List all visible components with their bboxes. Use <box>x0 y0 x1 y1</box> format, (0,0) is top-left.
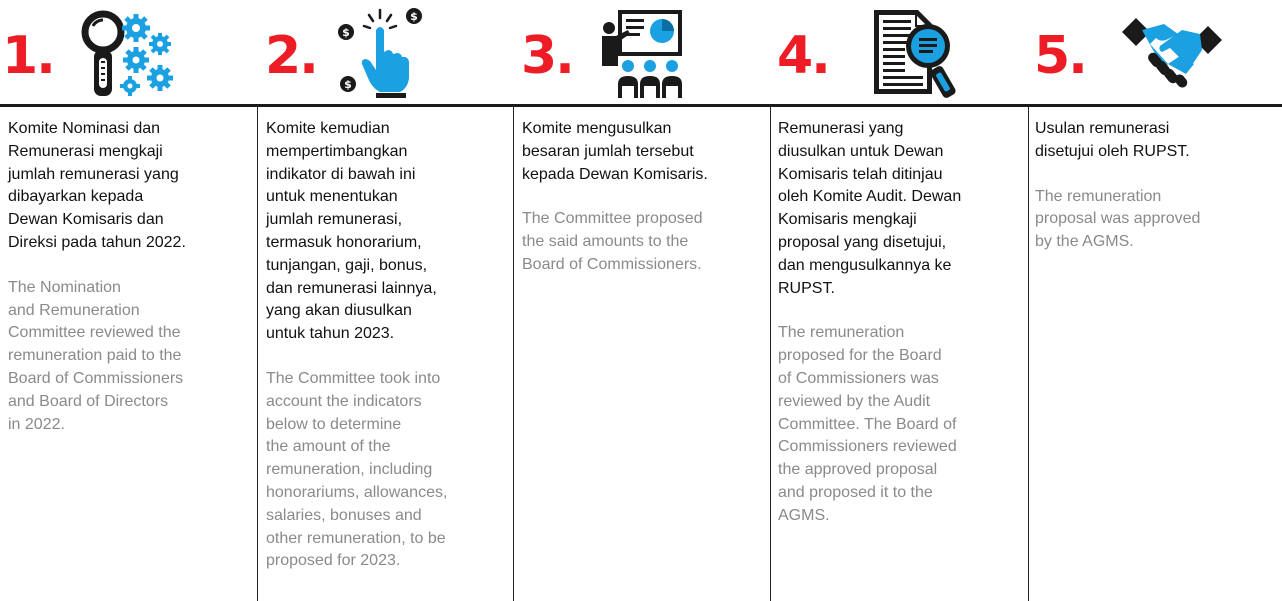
step-number: 5. <box>1034 26 1088 86</box>
text-line: indikator di bawah ini <box>266 165 416 183</box>
step-description: Remunerasi yang diusulkan untuk Dewan Ko… <box>778 118 1024 528</box>
text-line: Komisaris mengkaji <box>778 211 917 229</box>
text-line: and Remuneration <box>8 301 140 319</box>
text-line: Komite mengusulkan <box>522 120 672 137</box>
column-divider <box>1028 107 1029 601</box>
text-line: untuk menentukan <box>266 188 398 206</box>
handshake-icon <box>1120 10 1224 94</box>
text-line: The remuneration <box>1035 187 1162 205</box>
indonesian-text: Komite mengusulkan besaran jumlah terseb… <box>522 118 766 186</box>
text-line: Komite Nominasi dan <box>8 120 161 137</box>
text-line: and proposed it to the <box>778 483 933 501</box>
step-2: 2. $ $ $ Komite kemudian mem <box>258 0 514 601</box>
text-line: remuneration paid to the <box>8 347 182 365</box>
english-text: The Committee took into account the indi… <box>266 368 510 573</box>
english-text: The remuneration proposal was approved b… <box>1035 186 1279 254</box>
text-line: dan remunerasi lainnya, <box>266 279 437 297</box>
step-4: 4. Remunera <box>770 0 1028 601</box>
indonesian-text: Komite Nominasi dan Remunerasi mengkaji … <box>8 118 253 255</box>
text-line: and Board of Directors <box>8 392 169 410</box>
step-number: 1. <box>2 26 56 86</box>
text-line: proposed for the Board <box>778 347 942 365</box>
english-text: The remuneration proposed for the Board … <box>778 322 1024 527</box>
text-line: the amount of the <box>266 438 391 456</box>
text-line: kepada Dewan Komisaris. <box>522 165 708 183</box>
text-line: Commissioners reviewed <box>778 438 957 456</box>
text-line: oleh Komite Audit. Dewan <box>778 188 962 206</box>
text-line: Committee. The Board of <box>778 415 957 433</box>
step-description: Usulan remunerasi disetujui oleh RUPST. … <box>1035 118 1279 254</box>
english-text: The Committee proposed the said amounts … <box>522 208 766 276</box>
step-number: 3. <box>521 26 575 86</box>
text-line: in 2022. <box>8 415 65 433</box>
text-line: jumlah remunerasi yang <box>8 165 179 183</box>
step-description: Komite mengusulkan besaran jumlah terseb… <box>522 118 766 277</box>
text-line: Board of Commissioners <box>8 369 184 387</box>
step-number: 2. <box>265 26 319 86</box>
english-text: The Nomination and Remuneration Committe… <box>8 277 253 437</box>
text-line: proposed for 2023. <box>266 552 401 570</box>
text-line: jumlah remunerasi, <box>266 211 403 229</box>
text-line: The Committee took into <box>266 369 441 387</box>
column-divider <box>257 107 258 601</box>
step-description: Komite kemudian mempertimbangkan indikat… <box>266 118 510 573</box>
text-line: dibayarkan kepada <box>8 188 144 206</box>
text-line: remuneration, including <box>266 461 433 479</box>
text-line: below to determine <box>266 415 402 433</box>
header-divider <box>0 104 1282 107</box>
text-line: of Commissioners was <box>778 369 939 387</box>
text-line: Remunerasi mengkaji <box>8 142 163 160</box>
step-1: 1. <box>0 0 258 601</box>
text-line: mempertimbangkan <box>266 142 408 160</box>
indonesian-text: Usulan remunerasi disetujui oleh RUPST. <box>1035 118 1279 164</box>
svg-text:$: $ <box>410 10 418 23</box>
svg-text:$: $ <box>344 78 352 91</box>
column-divider <box>770 107 771 601</box>
text-line: Remunerasi yang <box>778 120 904 137</box>
text-line: tunjangan, gaji, bonus, <box>266 256 428 274</box>
step-5: 5. Usulan remunerasi disetujui oleh RUPS… <box>1028 0 1282 601</box>
text-line: Dewan Komisaris dan <box>8 211 164 229</box>
text-line: other remuneration, to be <box>266 529 446 547</box>
text-line: salaries, bonuses and <box>266 506 422 524</box>
text-line: untuk tahun 2023. <box>266 325 395 343</box>
document-magnifier-icon <box>870 6 960 100</box>
text-line: yang akan diusulkan <box>266 302 412 320</box>
text-line: the said amounts to the <box>522 233 689 251</box>
text-line: termasuk honorarium, <box>266 233 422 251</box>
step-description: Komite Nominasi dan Remunerasi mengkaji … <box>8 118 253 436</box>
text-line: Committee reviewed the <box>8 324 181 342</box>
text-line: The Nomination <box>8 278 121 296</box>
text-line: Komite kemudian <box>266 120 390 137</box>
text-line: by the AGMS. <box>1035 233 1134 251</box>
text-line: honorariums, allowances, <box>266 483 448 501</box>
text-line: Direksi pada tahun 2022. <box>8 233 186 251</box>
text-line: disetujui oleh RUPST. <box>1035 142 1190 160</box>
text-line: dan mengusulkannya ke <box>778 256 952 274</box>
step-3: 3. <box>514 0 770 601</box>
text-line: reviewed by the Audit <box>778 392 931 410</box>
text-line: besaran jumlah tersebut <box>522 142 694 160</box>
text-line: Board of Commissioners. <box>522 255 702 273</box>
text-line: AGMS. <box>778 506 830 524</box>
text-line: the approved proposal <box>778 461 938 479</box>
svg-text:$: $ <box>342 26 350 39</box>
text-line: RUPST. <box>778 279 835 297</box>
text-line: account the indicators <box>266 392 422 410</box>
pointing-hand-coins-icon: $ $ $ <box>336 6 426 98</box>
indonesian-text: Remunerasi yang diusulkan untuk Dewan Ko… <box>778 118 1024 300</box>
text-line: diusulkan untuk Dewan <box>778 142 944 160</box>
text-line: The Committee proposed <box>522 210 703 228</box>
text-line: The remuneration <box>778 324 905 342</box>
column-divider <box>513 107 514 601</box>
text-line: proposal was approved <box>1035 210 1201 228</box>
indonesian-text: Komite kemudian mempertimbangkan indikat… <box>266 118 510 346</box>
magnifier-gears-icon <box>80 6 176 98</box>
text-line: proposal yang disetujui, <box>778 233 947 251</box>
presentation-audience-icon <box>598 6 690 98</box>
text-line: Usulan remunerasi <box>1035 120 1170 137</box>
text-line: Komisaris telah ditinjau <box>778 165 943 183</box>
step-number: 4. <box>777 26 831 86</box>
